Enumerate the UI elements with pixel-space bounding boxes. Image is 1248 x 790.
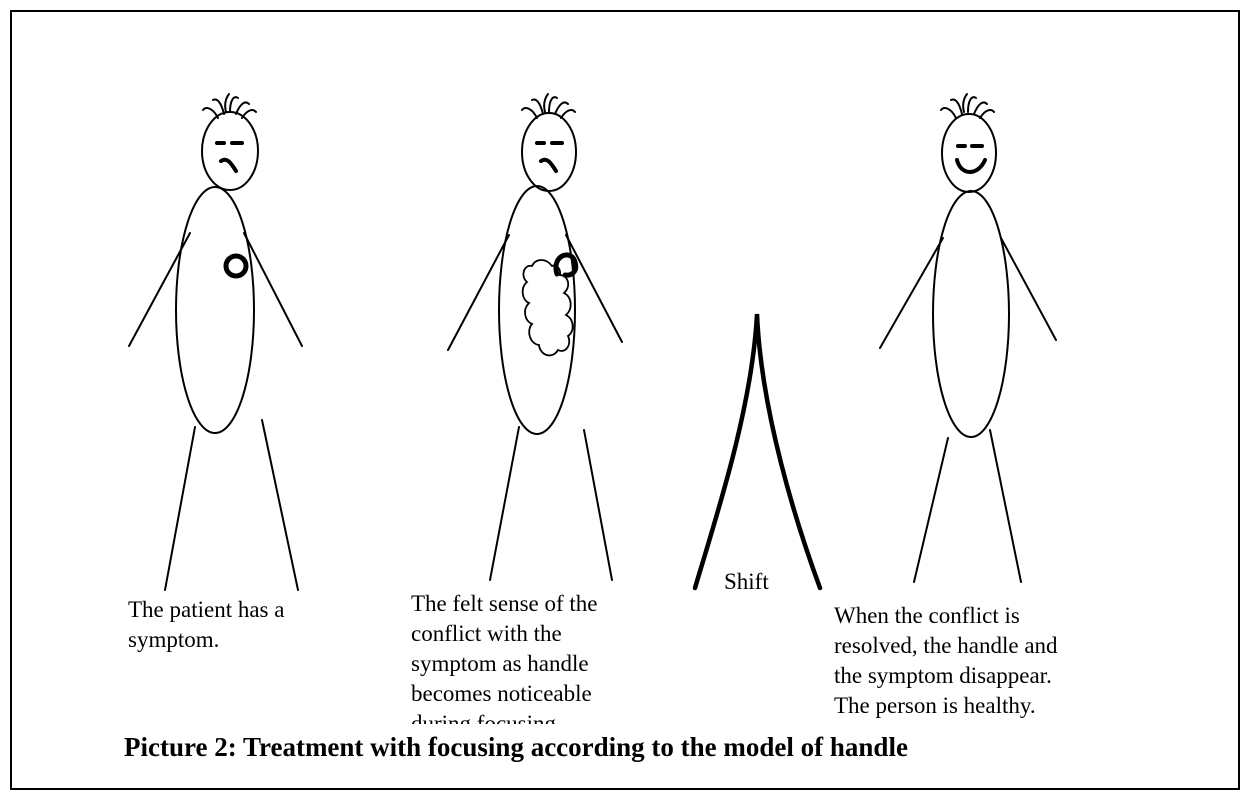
figure-felt-sense xyxy=(448,94,622,580)
shift-label: Shift xyxy=(724,567,769,597)
right-leg xyxy=(262,420,298,590)
caption-healthy-person: When the conflict is resolved, the handl… xyxy=(834,601,1134,721)
left-leg xyxy=(490,427,519,580)
figure-patient-symptom xyxy=(129,94,302,590)
body xyxy=(499,186,575,434)
frown-face-icon xyxy=(537,143,562,171)
smile-face-icon xyxy=(957,146,985,172)
hair-icon xyxy=(203,94,256,118)
caption-felt-sense: The felt sense of the conflict with the … xyxy=(411,589,671,724)
right-leg xyxy=(584,430,612,580)
body xyxy=(176,187,254,433)
hair-icon xyxy=(522,94,575,118)
frown-face-icon xyxy=(217,143,242,171)
symptom-icon xyxy=(226,256,246,276)
head xyxy=(522,113,576,191)
shift-peak-icon xyxy=(695,314,820,588)
right-leg xyxy=(990,430,1021,582)
left-arm xyxy=(129,233,190,346)
head xyxy=(942,114,996,192)
figure-title: Picture 2: Treatment with focusing accor… xyxy=(124,730,908,764)
left-leg xyxy=(165,427,195,590)
head xyxy=(202,112,258,190)
body xyxy=(933,191,1009,437)
caption-patient-symptom: The patient has a symptom. xyxy=(128,595,348,655)
left-leg xyxy=(914,438,948,582)
figure-healthy-person xyxy=(880,94,1056,582)
